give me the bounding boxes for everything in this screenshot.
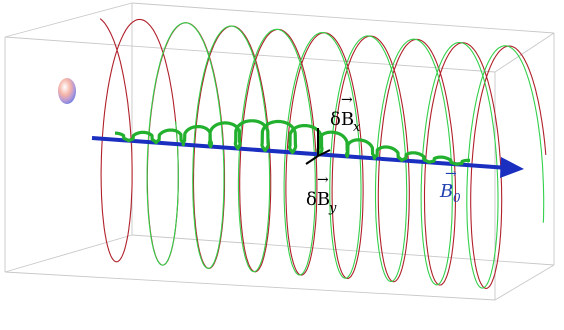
sphere-icon xyxy=(58,78,76,104)
green-helix-path xyxy=(146,22,545,289)
vector-triad xyxy=(305,128,331,165)
b0-label: → B 0 xyxy=(439,166,461,205)
svg-text:y: y xyxy=(328,201,337,216)
svg-text:0: 0 xyxy=(453,191,461,205)
delta-bx-label: → δB x xyxy=(330,92,361,135)
green-helix xyxy=(146,22,545,289)
svg-text:→: → xyxy=(341,92,353,108)
b0-axis-line xyxy=(91,136,509,170)
green-wave-path xyxy=(113,119,472,166)
svg-text:x: x xyxy=(353,120,361,135)
delta-by-label: → δB y xyxy=(306,172,337,216)
green-wave xyxy=(113,119,472,166)
svg-text:→: → xyxy=(317,172,329,188)
bounding-box xyxy=(4,2,555,301)
arrowhead-icon xyxy=(500,157,524,178)
svg-text:B: B xyxy=(439,181,453,202)
svg-text:→: → xyxy=(445,166,457,182)
svg-text:δB: δB xyxy=(330,109,354,130)
svg-text:δB: δB xyxy=(306,189,330,210)
